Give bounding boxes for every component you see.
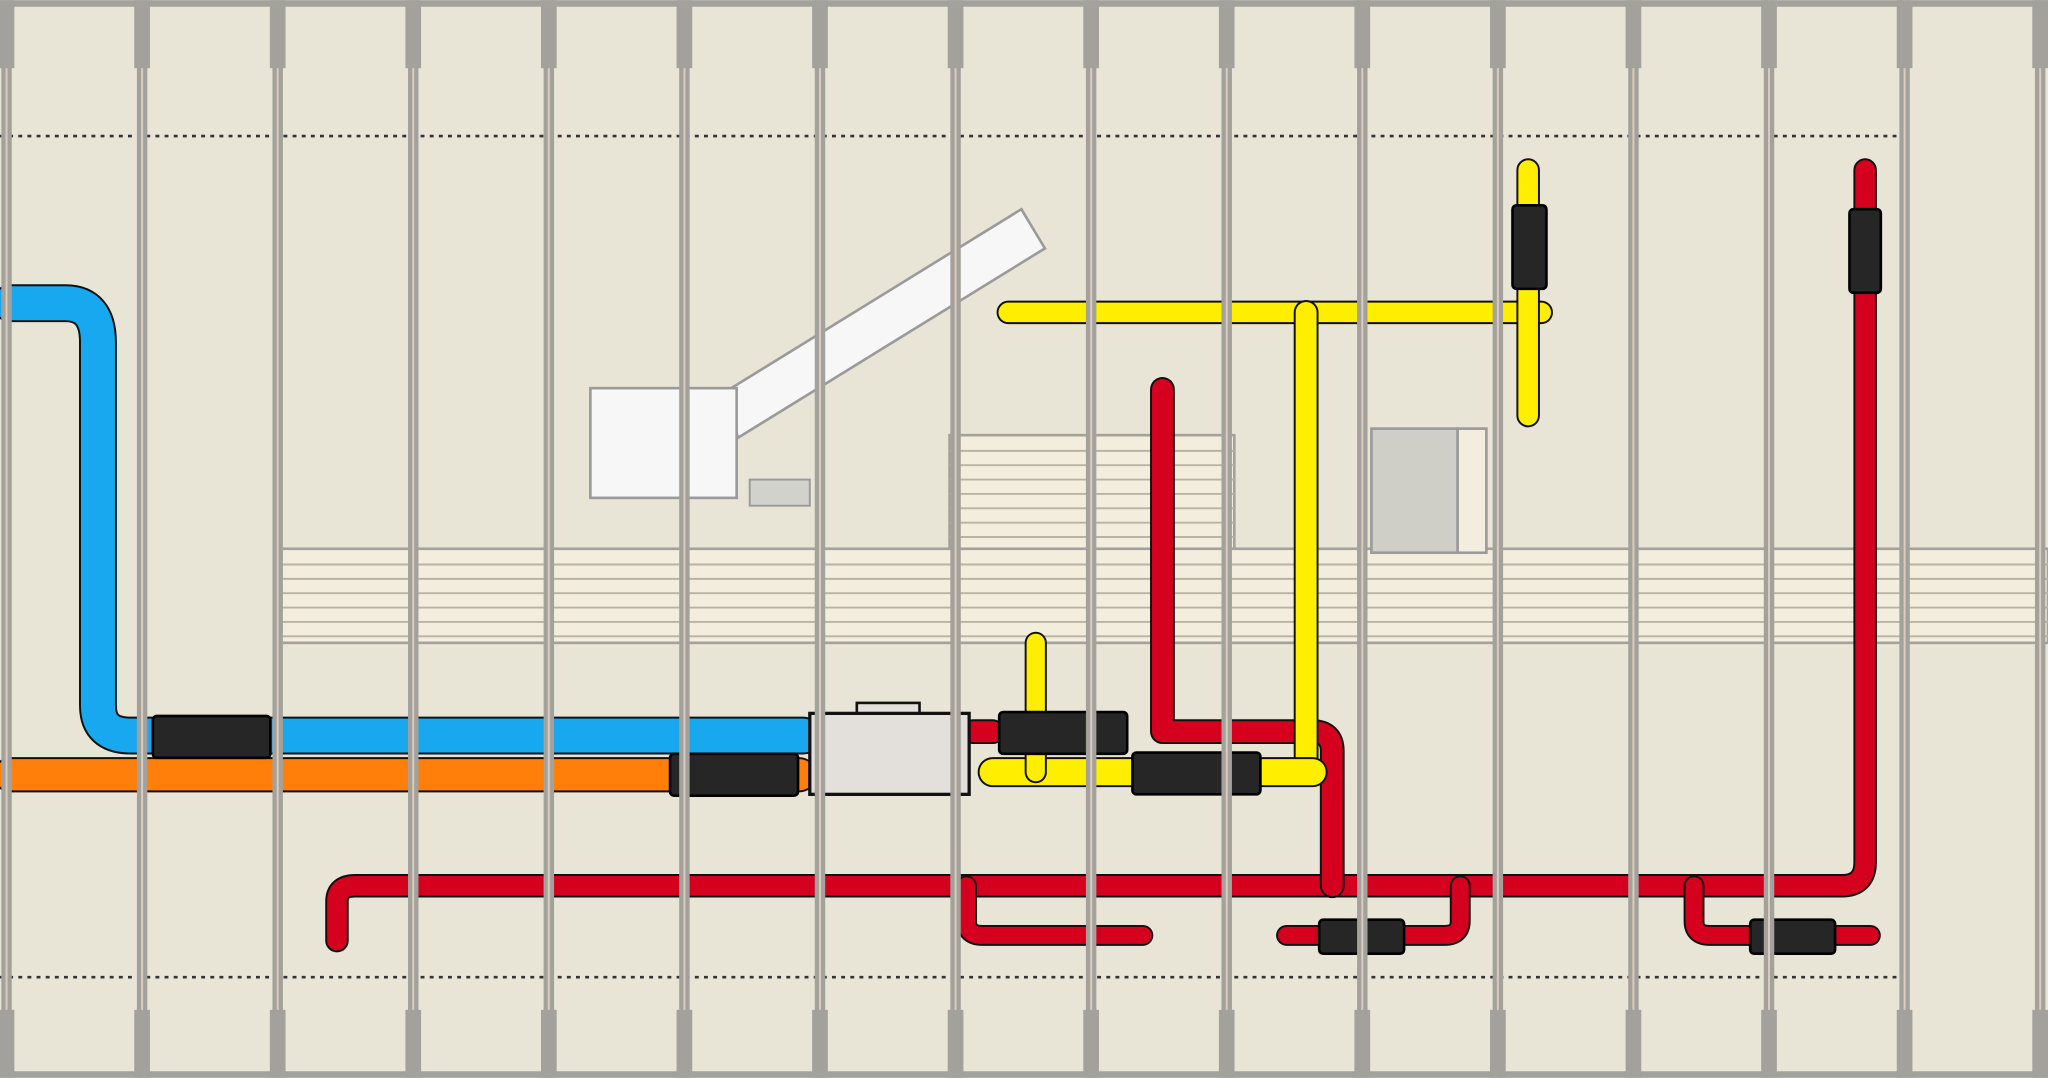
stud-cap (1761, 1009, 1777, 1078)
gray-panel-frame (1456, 427, 1488, 555)
heating-branch-pipe[interactable] (1278, 877, 1469, 944)
duct-stub (748, 478, 811, 507)
stud-cap (1490, 1009, 1506, 1078)
stud-cap (405, 0, 422, 69)
heating-main-pipe[interactable] (327, 160, 1875, 951)
stud-cap (947, 0, 964, 69)
stud-cap (812, 1009, 828, 1078)
insulation-sleeve[interactable] (1511, 203, 1548, 291)
stud-cap (134, 1009, 150, 1078)
stud-cap (269, 1009, 286, 1078)
stud-cap (134, 0, 150, 69)
stud-cap (1218, 0, 1235, 69)
stud-cap (1083, 1009, 1099, 1078)
stud-cap (2032, 0, 2048, 69)
stud-cap (676, 1009, 693, 1078)
ventilation-duct[interactable] (723, 207, 1047, 440)
stud-cap (540, 1009, 557, 1078)
stud-cap (1625, 0, 1642, 69)
insulation-sleeve[interactable] (1848, 207, 1883, 295)
boiler-unit[interactable] (808, 701, 971, 796)
air-handler-box[interactable] (589, 386, 738, 500)
stud-cap (1896, 1009, 1913, 1078)
stud-cap (1218, 1009, 1235, 1078)
stud-cap (0, 1009, 15, 1078)
stud-cap (1896, 0, 1913, 69)
bottom-plate (0, 1071, 2048, 1078)
stud-cap (947, 1009, 964, 1078)
stud-cap (540, 0, 557, 69)
stud-cap (676, 0, 693, 69)
stud-cap (1354, 0, 1371, 69)
insulation-sleeve[interactable] (1131, 751, 1262, 796)
stud-cap (405, 1009, 422, 1078)
stud-cap (1490, 0, 1506, 69)
stud-cap (812, 0, 828, 69)
stud-cap (1761, 0, 1777, 69)
stud-cap (1625, 1009, 1642, 1078)
stud-cap (1083, 0, 1099, 69)
insulation-sleeve[interactable] (1748, 918, 1837, 955)
stud-cap (0, 0, 15, 69)
heating-branch-pipe[interactable] (1685, 877, 1879, 944)
stud-cap (269, 0, 286, 69)
gray-panel (1370, 427, 1459, 555)
heating-branch-pipe[interactable] (958, 877, 1152, 944)
stud-cap (2032, 1009, 2048, 1078)
insulation-sleeve[interactable] (151, 714, 272, 760)
insulation-sleeve[interactable] (997, 710, 1129, 756)
insulation-sleeve[interactable] (668, 752, 800, 797)
top-plate (0, 0, 2048, 7)
cold-water-pipe[interactable] (0, 286, 821, 753)
stud-cap (1354, 1009, 1371, 1078)
